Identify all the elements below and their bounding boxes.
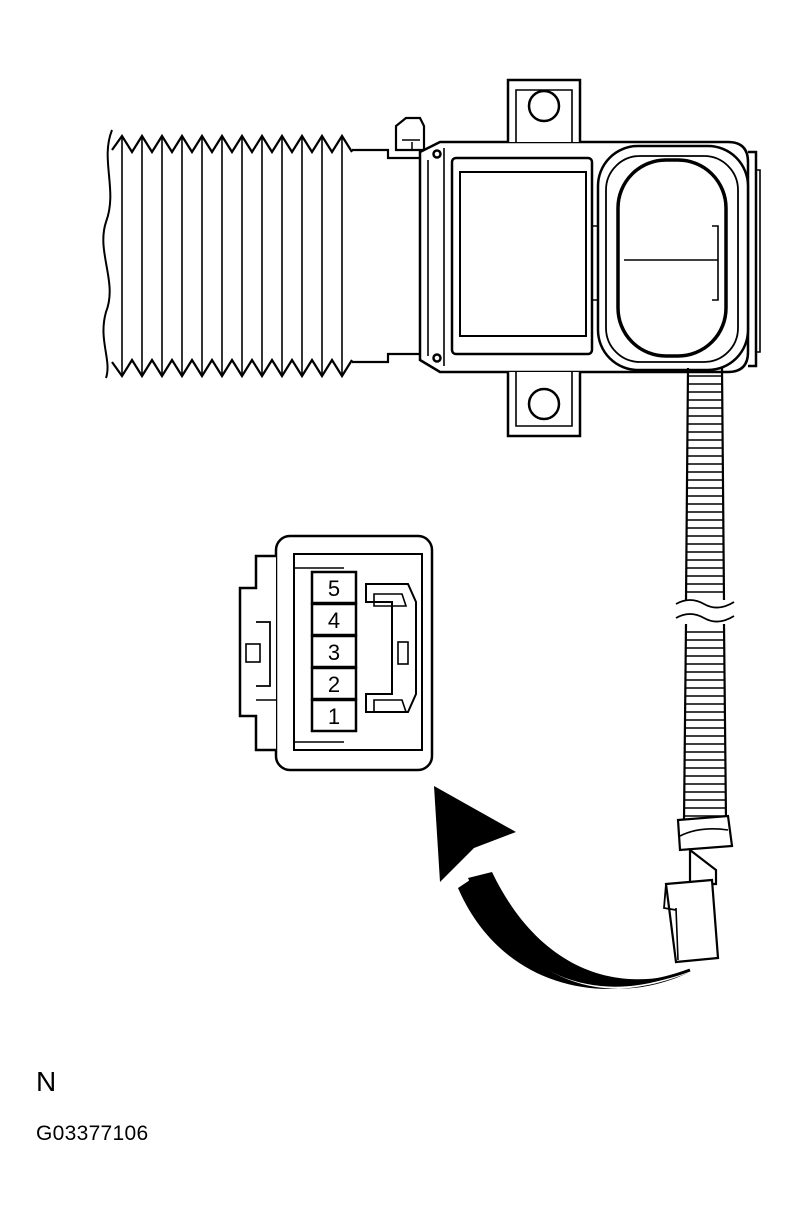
pin-cavity: 1 <box>310 698 358 733</box>
pin-number: 5 <box>328 576 340 601</box>
pin-number: 3 <box>328 640 340 665</box>
pin-number: 2 <box>328 672 340 697</box>
rubber-bellows <box>102 116 426 379</box>
view-label: N <box>36 1066 57 1097</box>
pin-number: 4 <box>328 608 340 633</box>
pin-cavity: 2 <box>310 666 358 701</box>
wire-harness <box>663 367 735 964</box>
curved-arrow <box>434 786 691 989</box>
pin-cavities: 5 4 3 2 1 <box>310 570 358 733</box>
pin-cavity: 4 <box>310 602 358 637</box>
pin-cavity: 3 <box>310 634 358 669</box>
sensor-housing <box>418 78 761 438</box>
figure-code: G03377106 <box>36 1122 149 1145</box>
pin-cavity: 5 <box>310 570 358 605</box>
pin-number: 1 <box>328 704 340 729</box>
